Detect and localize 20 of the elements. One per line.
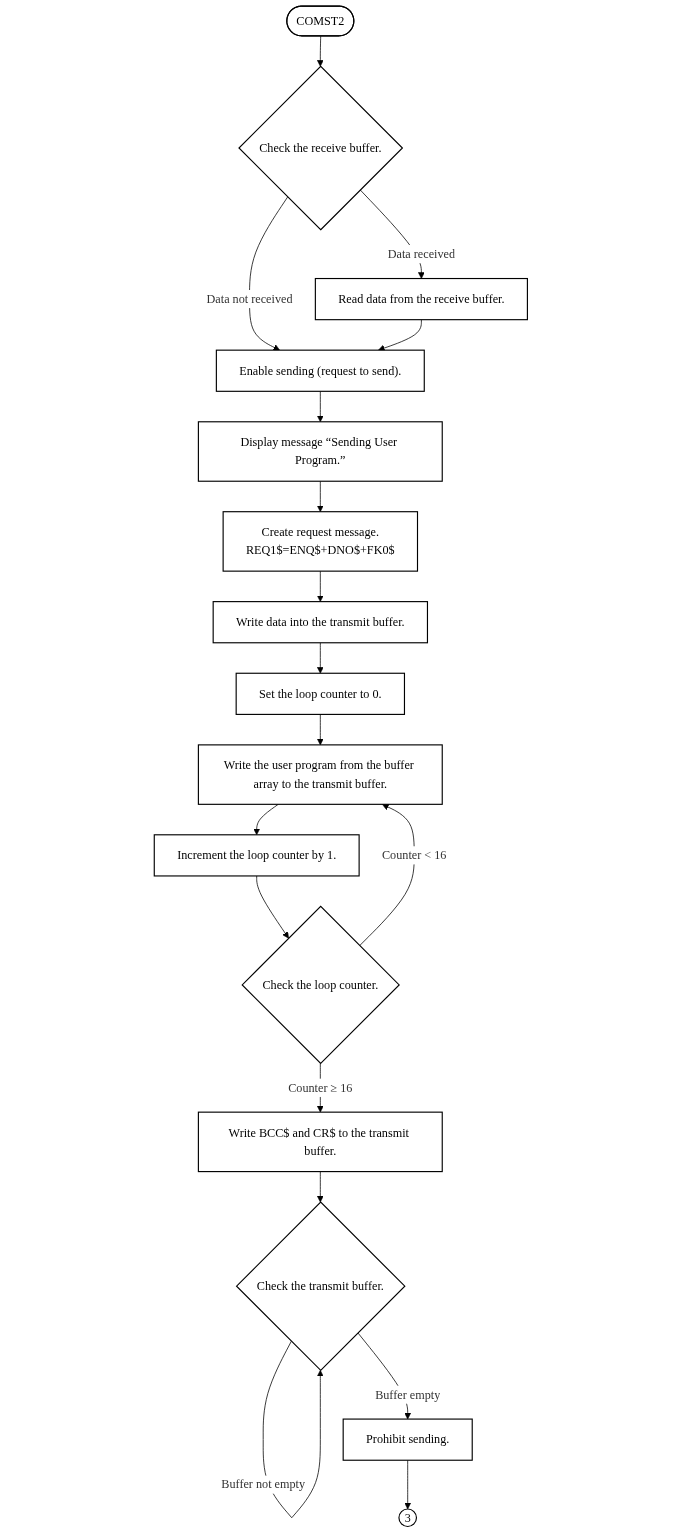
- node-box: Write the user program from the buffer array to the transmit buffer.: [198, 744, 443, 805]
- node-box: Increment the loop counter by 1.: [153, 834, 360, 877]
- node-box: Write data into the transmit buffer.: [212, 601, 429, 644]
- node-diamond: Check the receive buffer.: [238, 65, 404, 231]
- edge-label: Buffer not empty: [221, 1477, 306, 1491]
- node-box: Enable sending (request to send).: [215, 349, 425, 392]
- node-box: Set the loop counter to 0.: [235, 672, 406, 715]
- node-circle: 3: [398, 1508, 418, 1528]
- node-box: Display message “Sending User Program.”: [198, 421, 443, 482]
- node-box: Read data from the receive buffer.: [314, 277, 529, 321]
- edge-label: Data received: [387, 247, 456, 261]
- edge-label: Counter ≥ 16: [288, 1080, 353, 1094]
- node-box: Prohibit sending.: [342, 1418, 473, 1461]
- node-box: Create request message. REQ1$=ENQ$+DNO$+FK0$: [222, 511, 419, 572]
- edge-label: Counter < 16: [382, 848, 447, 862]
- node-diamond: Check the loop counter.: [241, 905, 401, 1065]
- node-box: Write BCC$ and CR$ to the transmit buffer.: [198, 1111, 443, 1173]
- node-diamond: Check the transmit buffer.: [235, 1201, 406, 1372]
- edge-label: Buffer empty: [375, 1387, 441, 1401]
- edge-label: Data not received: [206, 292, 293, 306]
